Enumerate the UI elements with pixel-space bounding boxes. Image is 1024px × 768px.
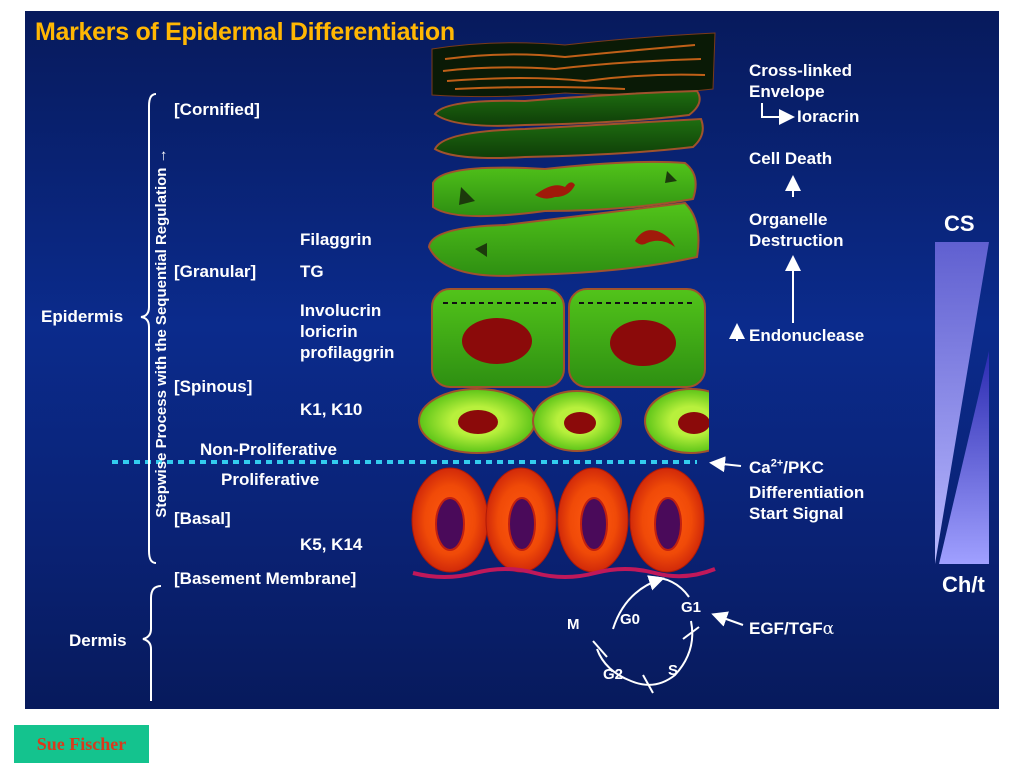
envelope-label: Envelope xyxy=(749,82,825,101)
slide-title: Markers of Epidermal Differentiation xyxy=(35,18,455,46)
dermis-brace xyxy=(142,585,162,701)
egf-arrow xyxy=(711,611,744,627)
granular-layer-label: [Granular] xyxy=(174,262,257,281)
marker-k5-k14: K5, K14 xyxy=(300,535,363,554)
start-signal-label: Start Signal xyxy=(749,504,844,523)
basal-layer-label: [Basal] xyxy=(174,509,231,528)
dermis-label: Dermis xyxy=(69,631,127,650)
cht-label: Ch/t xyxy=(942,572,985,597)
spinous-layer-label: [Spinous] xyxy=(174,377,253,396)
spinous-upper-cells xyxy=(431,288,706,388)
ca-pkc-label: Ca2+/PKC xyxy=(749,457,824,477)
ioracrin-label: Ioracrin xyxy=(797,107,860,126)
epidermis-brace xyxy=(140,93,157,564)
epidermis-diagram xyxy=(112,32,989,701)
marker-involucrin: Involucrin xyxy=(300,301,382,320)
cornified-layer-label: [Cornified] xyxy=(174,100,260,119)
cycle-g2-label: G2 xyxy=(603,666,624,683)
vertical-process-label: Stepwise Process with the Sequential Reg… xyxy=(153,148,170,518)
cycle-g1-label: G1 xyxy=(681,599,702,616)
differentiation-label: Differentiation xyxy=(749,483,865,502)
ca-signal-arrow xyxy=(709,456,742,473)
egf-tgf-label: EGF/TGFα xyxy=(749,619,835,639)
marker-loricrin: loricrin xyxy=(300,322,358,341)
cross-linked-label: Cross-linked xyxy=(749,61,852,80)
cs-cht-gradient xyxy=(935,242,989,564)
cell-death-label: Cell Death xyxy=(749,149,833,168)
epidermis-label: Epidermis xyxy=(41,307,124,326)
granular-cells xyxy=(427,160,700,277)
marker-filaggrin: Filaggrin xyxy=(300,230,372,249)
organelle-label: Organelle xyxy=(749,210,828,229)
cs-label: CS xyxy=(944,211,975,236)
basement-membrane-line xyxy=(412,567,716,579)
author-badge: Sue Fischer xyxy=(14,725,149,763)
non-proliferative-label: Non-Proliferative xyxy=(200,440,337,459)
basement-membrane-label: [Basement Membrane] xyxy=(174,569,357,588)
cell-cycle-diagram xyxy=(592,575,700,694)
ioracrin-arrow xyxy=(761,103,795,125)
cycle-m-label: M xyxy=(567,616,580,633)
cycle-g0-label: G0 xyxy=(620,611,641,628)
cornified-cells xyxy=(433,89,704,159)
slide: Markers of Epidermal Differentiation Ste… xyxy=(25,11,999,709)
marker-tg: TG xyxy=(300,262,324,281)
cornified-top-layer xyxy=(431,32,716,98)
basal-cells xyxy=(411,467,705,573)
marker-profilaggrin: profilaggrin xyxy=(300,343,395,362)
marker-k1-k10: K1, K10 xyxy=(300,400,363,419)
endonuclease-label: Endonuclease xyxy=(749,326,865,345)
cycle-s-label: S xyxy=(668,662,679,679)
spinous-lower-cells xyxy=(418,388,709,454)
proliferative-label: Proliferative xyxy=(221,470,320,489)
destruction-label: Destruction xyxy=(749,231,844,250)
